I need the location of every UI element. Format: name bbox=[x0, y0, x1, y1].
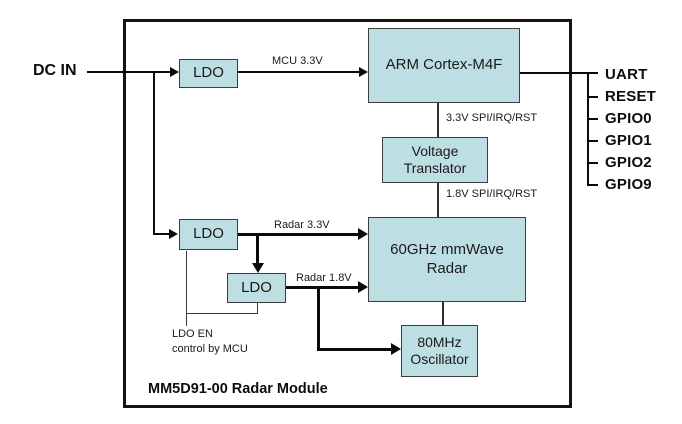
pin-tick-gpio2 bbox=[587, 162, 598, 164]
spi-33v-wire bbox=[437, 103, 439, 137]
ldo-en-wire-v1 bbox=[186, 251, 187, 326]
mcu-33v-wire bbox=[238, 71, 360, 73]
arrowhead-into-ldo-radar33 bbox=[169, 229, 178, 239]
module-boundary-box bbox=[123, 19, 572, 408]
radar-33v-wire bbox=[238, 233, 361, 236]
pin-label-gpio9: GPIO9 bbox=[605, 176, 652, 193]
module-title: MM5D91-00 Radar Module bbox=[148, 381, 328, 397]
pin-tick-gpio1 bbox=[587, 140, 598, 142]
pin-tick-gpio0 bbox=[587, 118, 598, 120]
spi-33v-label: 3.3V SPI/IRQ/RST bbox=[446, 112, 538, 124]
radar-osc-wire bbox=[442, 302, 444, 325]
radar-18v-label: Radar 1.8V bbox=[296, 272, 352, 284]
block-voltage-translator-line1: Voltage bbox=[411, 142, 459, 159]
mcu-output-wire bbox=[520, 72, 598, 74]
block-ldo-radar33-label: LDO bbox=[193, 225, 224, 243]
ldo-en-label-line2: control by MCU bbox=[172, 343, 248, 355]
spi-18v-wire bbox=[437, 183, 439, 217]
pin-label-uart: UART bbox=[605, 66, 648, 83]
ldo-radar33-input-wire bbox=[153, 233, 170, 235]
block-ldo-mcu: LDO bbox=[179, 59, 238, 88]
mcu-33v-label: MCU 3.3V bbox=[272, 55, 323, 67]
block-ldo-radar18-label: LDO bbox=[241, 278, 272, 296]
arrowhead-radar-18v bbox=[358, 281, 368, 293]
arrowhead-into-ldo-mcu bbox=[170, 67, 179, 77]
radar-18v-wire bbox=[286, 286, 361, 289]
pin-label-gpio1: GPIO1 bbox=[605, 132, 652, 149]
pin-tick-gpio9 bbox=[587, 184, 598, 186]
block-oscillator-line1: 80MHz bbox=[417, 333, 462, 350]
radar-33v-label: Radar 3.3V bbox=[274, 219, 330, 231]
block-mmwave-radar: 60GHz mmWave Radar bbox=[368, 217, 526, 302]
dc-branch-wire bbox=[153, 71, 155, 235]
dc-in-wire bbox=[87, 71, 172, 73]
block-mmwave-radar-line1: 60GHz mmWave bbox=[390, 240, 504, 258]
pin-bracket-line bbox=[587, 72, 589, 186]
pin-label-gpio0: GPIO0 bbox=[605, 110, 652, 127]
pin-tick-reset bbox=[587, 96, 598, 98]
dc-in-label: DC IN bbox=[33, 62, 77, 79]
arrowhead-into-ldo-radar18 bbox=[252, 263, 264, 273]
block-ldo-mcu-label: LDO bbox=[193, 64, 224, 82]
block-mmwave-radar-line2: Radar bbox=[426, 259, 468, 277]
block-arm-cortex-m4f: ARM Cortex-M4F bbox=[368, 28, 520, 103]
ldo-en-label-line1: LDO EN bbox=[172, 328, 213, 340]
block-ldo-radar18: LDO bbox=[227, 273, 286, 303]
ldo-radar18-input-wire bbox=[256, 233, 259, 265]
arrowhead-into-oscillator bbox=[391, 343, 401, 355]
pin-label-reset: RESET bbox=[605, 88, 657, 105]
block-oscillator-line2: Oscillator bbox=[410, 351, 469, 367]
spi-18v-label: 1.8V SPI/IRQ/RST bbox=[446, 188, 538, 200]
arrowhead-radar-33v bbox=[358, 228, 368, 240]
osc-branch-wire-v bbox=[317, 286, 320, 350]
block-voltage-translator: Voltage Translator bbox=[382, 137, 488, 183]
block-voltage-translator-line2: Translator bbox=[403, 160, 467, 176]
block-oscillator: 80MHz Oscillator bbox=[401, 325, 478, 377]
osc-branch-wire-h bbox=[317, 348, 393, 351]
block-arm-cortex-m4f-label: ARM Cortex-M4F bbox=[385, 56, 503, 74]
arrowhead-into-mcu bbox=[359, 67, 368, 77]
ldo-en-wire-v2 bbox=[257, 303, 258, 314]
ldo-en-wire-h bbox=[186, 313, 258, 314]
block-ldo-radar33: LDO bbox=[179, 219, 238, 250]
pin-label-gpio2: GPIO2 bbox=[605, 154, 652, 171]
